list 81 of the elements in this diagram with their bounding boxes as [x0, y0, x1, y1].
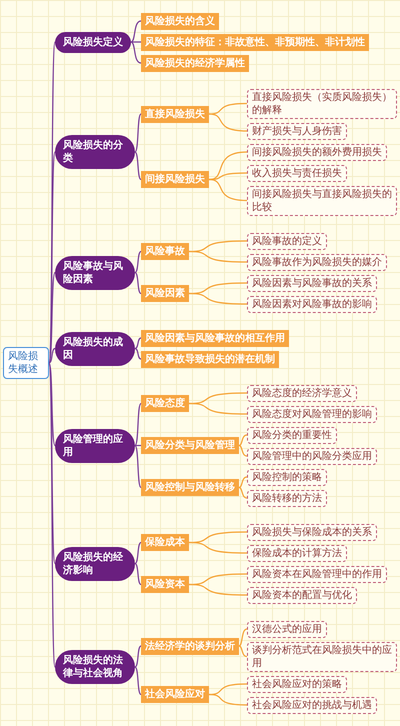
leaf-topic-box: 风险分类的重要性 — [247, 426, 337, 444]
subtopic-box: 风险事故导致损失的潜在机制 — [141, 350, 279, 368]
connector-line — [188, 542, 248, 554]
leaf-topic-box: 风险事故作为风险损失的媒介 — [247, 254, 387, 270]
connector-line — [188, 292, 248, 305]
connector-line — [134, 348, 142, 360]
connector-line — [48, 348, 56, 364]
leaf-topic-box: 财产损失与人身伤害 — [247, 122, 347, 140]
connector-line — [134, 445, 142, 488]
leaf-topic-box: 直接风险损失（实质风险损失）的解释 — [247, 88, 397, 118]
main-topic-pill: 风险损失的分类 — [55, 135, 135, 169]
leaf-topic-box: 收入损失与责任损失 — [247, 164, 347, 182]
connector-line — [130, 41, 142, 64]
leaf-topic-box: 社会风险应对的策略 — [247, 676, 347, 692]
leaf-topic-box: 社会风险应对的挑战与机遇 — [247, 696, 377, 714]
leaf-topic-box: 风险因素与风险事故的关系 — [247, 274, 377, 292]
leaf-topic-box: 风险损失与保险成本的关系 — [247, 524, 377, 540]
connector-line — [238, 434, 248, 446]
subtopic-box: 间接风险损失 — [141, 171, 209, 188]
connector-line — [208, 694, 248, 706]
main-topic-pill: 风险损失的法律与社会视角 — [55, 650, 135, 684]
main-topic-pill: 风险管理的应用 — [55, 428, 135, 462]
connector-line — [208, 178, 248, 202]
leaf-topic-box: 风险态度的经济学意义 — [247, 384, 357, 402]
connector-line — [238, 486, 248, 499]
main-topic-pill: 风险损失的经济影响 — [55, 546, 135, 580]
subtopic-box: 风险损失的含义 — [141, 12, 219, 30]
connector-line — [238, 476, 248, 488]
subtopic-box: 风险损失的经济学属性 — [141, 54, 249, 72]
connector-line — [188, 402, 248, 415]
root-topic-box: 风险损失概述 — [3, 347, 49, 379]
leaf-topic-box: 间接风险损失的额外费用损失 — [247, 144, 387, 160]
leaf-topic-box: 谈判分析范式在风险损失中的应用 — [247, 642, 397, 672]
connector-line — [238, 645, 248, 658]
connector-line — [134, 152, 142, 180]
subtopic-box: 风险控制与风险转移 — [141, 479, 239, 496]
leaf-topic-box: 汉德公式的应用 — [247, 620, 327, 638]
connector-line — [134, 251, 142, 273]
connector-line — [48, 362, 56, 446]
connector-line — [134, 666, 142, 695]
leaf-topic-box: 风险管理中的风险分类应用 — [247, 448, 377, 464]
subtopic-box: 社会风险应对 — [141, 686, 209, 703]
main-topic-pill: 风险损失定义 — [55, 32, 131, 52]
connector-line — [134, 272, 142, 294]
connector-line — [48, 362, 56, 564]
connector-line — [131, 41, 141, 43]
connector-line — [134, 337, 142, 350]
connector-line — [48, 272, 56, 364]
subtopic-box: 风险分类与风险管理 — [141, 437, 239, 454]
subtopic-box: 法经济学的谈判分析 — [141, 638, 239, 654]
connector-line — [208, 113, 248, 132]
connector-line — [188, 250, 248, 263]
leaf-topic-box: 风险转移的方法 — [247, 490, 327, 506]
leaf-topic-box: 风险态度对风险管理的影响 — [247, 406, 377, 422]
leaf-topic-box: 风险资本在风险管理中的作用 — [247, 566, 387, 582]
main-topic-pill: 风险损失的成因 — [55, 332, 135, 366]
connector-line — [188, 584, 248, 596]
subtopic-box: 直接风险损失 — [141, 106, 209, 122]
leaf-topic-box: 间接风险损失与直接风险损失的比较 — [247, 186, 397, 216]
connector-line — [134, 403, 142, 446]
leaf-topic-box: 风险资本的配置与优化 — [247, 586, 357, 604]
subtopic-box: 风险态度 — [141, 395, 189, 412]
connector-line — [134, 542, 142, 564]
connector-line — [134, 114, 142, 152]
connector-line — [238, 444, 248, 457]
leaf-topic-box: 风险事故的定义 — [247, 232, 327, 250]
subtopic-box: 保险成本 — [141, 534, 189, 551]
main-topic-pill: 风险事故与风险因素 — [55, 256, 135, 290]
connector-line — [134, 563, 142, 585]
leaf-topic-box: 保险成本的计算方法 — [247, 544, 347, 562]
leaf-topic-box: 风险控制的策略 — [247, 468, 327, 486]
subtopic-box: 风险因素与风险事故的相互作用 — [141, 330, 289, 346]
connector-line — [130, 20, 142, 43]
subtopic-box: 风险因素 — [141, 285, 189, 302]
leaf-topic-box: 风险因素对风险事故的影响 — [247, 296, 377, 312]
connector-line — [238, 628, 248, 647]
subtopic-box: 风险损失的特征：非故意性、非预期性、非计划性 — [141, 34, 369, 50]
subtopic-box: 风险资本 — [141, 576, 189, 593]
subtopic-box: 风险事故 — [141, 243, 189, 260]
connector-line — [134, 646, 142, 668]
connector-line — [208, 151, 248, 180]
